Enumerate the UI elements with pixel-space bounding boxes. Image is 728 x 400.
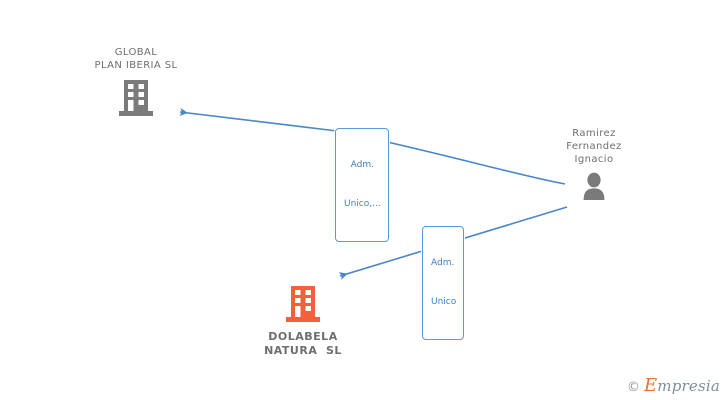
node-label-dolabela-natura-line2: NATURA SL [264,344,342,357]
edge-label-line1: Adm. [431,258,455,268]
node-dolabela-natura[interactable]: DOLABELA NATURA SL [228,286,378,358]
node-ramirez-fernandez-ignacio[interactable]: Ramirez Fernandez Ignacio [519,127,669,200]
edge-label-adm-unico-global[interactable]: Adm. Unico,... [335,128,389,242]
edge-label-line2: Unico [431,297,457,307]
node-label-person-line2: Fernandez [566,141,622,152]
copyright-icon: © [626,380,640,395]
node-label-global-plan-iberia-line1: GLOBAL [114,47,158,58]
brand-initial: E [643,375,658,396]
edge-label-line1: Adm. [350,160,375,170]
brand-name: Empresia [643,375,720,396]
person-icon [583,172,605,200]
edge-label-line2: Unico,... [344,199,381,209]
building-icon [286,286,320,322]
node-label-person-line3: Ignacio [574,154,614,165]
node-global-plan-iberia[interactable]: GLOBAL PLAN IBERIA SL [61,46,211,116]
node-label-global-plan-iberia-line2: PLAN IBERIA SL [94,60,178,71]
node-label-person-line1: Ramirez [572,128,616,139]
building-icon [119,80,153,116]
edge-label-adm-unico-dolabela[interactable]: Adm. Unico [422,226,465,340]
brand-rest: mpresia [657,377,720,395]
empresia-watermark: © Empresia [626,375,720,396]
node-label-dolabela-natura-line1: DOLABELA [268,330,338,343]
